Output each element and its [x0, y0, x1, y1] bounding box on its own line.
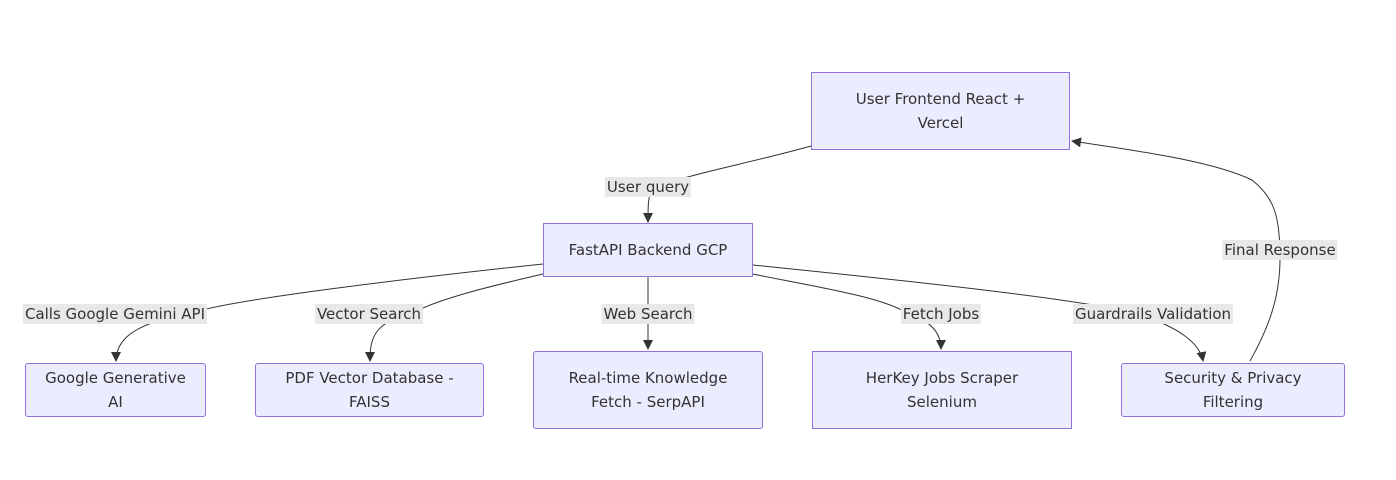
edge-label-guardrails: Guardrails Validation	[1072, 304, 1234, 324]
security-node-label: Security & Privacy Filtering	[1164, 369, 1302, 411]
edge-backend-to-gemini	[111, 263, 544, 362]
herkey-node: HerKey Jobs Scraper Selenium	[812, 351, 1072, 429]
frontend-node: User Frontend React + Vercel	[811, 72, 1070, 150]
edge-label-final-response: Final Response	[1222, 240, 1338, 260]
faiss-node: PDF Vector Database - FAISS	[255, 363, 484, 417]
backend-node-label: FastAPI Backend GCP	[568, 241, 728, 259]
edge-backend-to-security	[752, 264, 1207, 362]
backend-node: FastAPI Backend GCP	[543, 223, 753, 277]
edge-label-user-query: User query	[604, 177, 692, 197]
security-node: Security & Privacy Filtering	[1121, 363, 1345, 417]
serpapi-node-label: Real-time Knowledge Fetch - SerpAPI	[568, 369, 728, 411]
edge-security-to-frontend	[1071, 137, 1281, 362]
edge-label-web-search: Web Search	[601, 304, 695, 324]
gemini-node: Google Generative AI	[25, 363, 206, 417]
faiss-node-label: PDF Vector Database - FAISS	[285, 369, 454, 411]
edge-label-vector-search: Vector Search	[314, 304, 424, 324]
herkey-node-label: HerKey Jobs Scraper Selenium	[865, 369, 1019, 411]
edge-backend-to-herkey	[752, 273, 946, 350]
edge-label-fetch-jobs: Fetch Jobs	[900, 304, 982, 324]
gemini-node-label: Google Generative AI	[45, 369, 186, 411]
edge-label-gemini-call: Calls Google Gemini API	[22, 304, 208, 324]
serpapi-node: Real-time Knowledge Fetch - SerpAPI	[533, 351, 763, 429]
frontend-node-label: User Frontend React + Vercel	[855, 90, 1026, 132]
